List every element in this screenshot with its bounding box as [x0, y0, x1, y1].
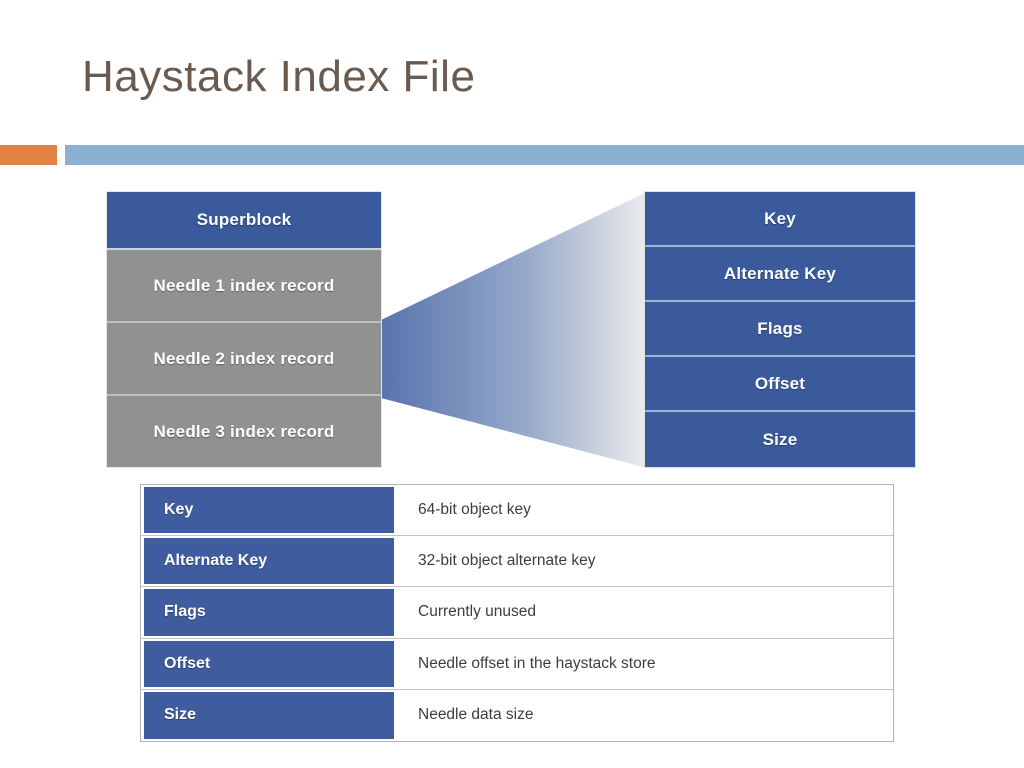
table-cell-field-description: Needle data size: [396, 689, 893, 741]
table-row: Flags Currently unused: [141, 587, 893, 639]
table-cell-field-name: Size: [144, 691, 396, 739]
table-row: Key 64-bit object key: [141, 485, 893, 537]
table-cell-field-name: Flags: [144, 589, 396, 636]
record-field-flags: Flags: [645, 302, 915, 357]
table-cell-field-description: Needle offset in the haystack store: [396, 638, 893, 689]
table-cell-field-description: Currently unused: [396, 587, 893, 638]
record-field-offset: Offset: [645, 357, 915, 412]
table-cell-field-name: Key: [144, 487, 396, 534]
table-row: Offset Needle offset in the haystack sto…: [141, 638, 893, 690]
table-cell-field-name: Offset: [144, 640, 396, 687]
expansion-funnel-icon: [381, 192, 647, 468]
stack-block-needle-1: Needle 1 index record: [107, 250, 381, 323]
record-field-key: Key: [645, 192, 915, 247]
table-cell-field-name: Alternate Key: [144, 538, 396, 585]
record-field-size: Size: [645, 412, 915, 467]
table-cell-field-description: 32-bit object alternate key: [396, 536, 893, 587]
table-cell-field-description: 64-bit object key: [396, 485, 893, 536]
index-record-field-stack: Key Alternate Key Flags Offset Size: [645, 192, 915, 467]
page-title: Haystack Index File: [82, 52, 476, 101]
index-file-stack: Superblock Needle 1 index record Needle …: [107, 192, 381, 467]
stack-block-superblock: Superblock: [107, 192, 381, 250]
stack-block-needle-3: Needle 3 index record: [107, 396, 381, 467]
record-field-alternate-key: Alternate Key: [645, 247, 915, 302]
stack-block-needle-2: Needle 2 index record: [107, 323, 381, 396]
table-row: Size Needle data size: [141, 689, 893, 741]
field-description-table: Key 64-bit object key Alternate Key 32-b…: [140, 484, 894, 742]
title-accent-rule: [0, 145, 1024, 165]
table-row: Alternate Key 32-bit object alternate ke…: [141, 536, 893, 588]
accent-rule-blue-segment: [65, 145, 1024, 165]
accent-rule-orange-segment: [0, 145, 57, 165]
